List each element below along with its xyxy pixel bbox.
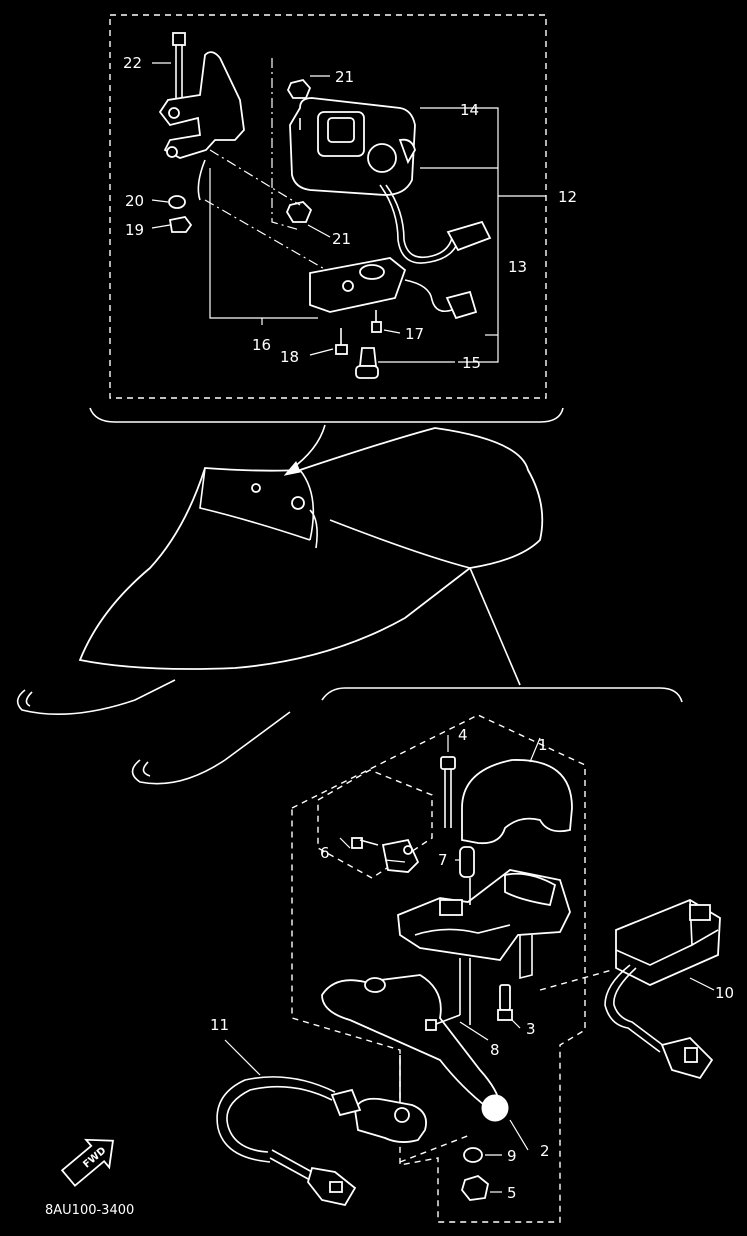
part-number-6: 6 <box>320 844 330 862</box>
switch-11-cable-shape <box>216 1076 336 1163</box>
lower-assembly-boundary <box>291 714 586 1223</box>
switch-cable-shape <box>379 184 459 264</box>
screw-18-shape <box>335 328 348 355</box>
part-number-15: 15 <box>462 354 481 372</box>
screw-15-shape <box>355 347 379 379</box>
lever-bracket-shape <box>309 257 478 320</box>
switch-connector-shape <box>446 220 492 252</box>
part-number-20: 20 <box>125 192 144 210</box>
part-number-14: 14 <box>460 101 479 119</box>
part-number-21-bottom: 21 <box>332 230 351 248</box>
nut-21-bottom-shape <box>285 201 313 223</box>
part-number-3: 3 <box>526 1020 536 1038</box>
washer-9-shape <box>463 1147 483 1163</box>
part-number-18: 18 <box>280 348 299 366</box>
part-number-5: 5 <box>507 1184 517 1202</box>
part-number-2: 2 <box>540 1142 550 1160</box>
switch-box-10-cable-shape <box>604 964 661 1053</box>
part-number-17: 17 <box>405 325 424 343</box>
switch-housing-14-shape <box>289 97 416 196</box>
screw-4-shape <box>440 756 456 828</box>
part-number-21-top: 21 <box>335 68 354 86</box>
upper-assembly-group <box>89 14 564 423</box>
nut-5-shape <box>461 1174 489 1201</box>
ski-right-shape <box>131 711 291 785</box>
lower-assembly-brace <box>321 687 683 703</box>
part-number-1: 1 <box>538 736 548 754</box>
switch-box-10-shape <box>615 898 721 986</box>
part-number-19: 19 <box>125 221 144 239</box>
lever-ball-end-shape <box>481 1094 509 1122</box>
washer-20-shape <box>168 195 186 209</box>
snowmobile-hood-shape <box>78 427 544 670</box>
cover-cap-shape <box>461 759 573 845</box>
upper-assembly-boundary <box>109 14 547 399</box>
lever-housing-shape <box>397 869 571 980</box>
bracket-16-shape <box>158 51 245 159</box>
lower-assembly-group <box>216 714 721 1223</box>
part-number-22: 22 <box>123 54 142 72</box>
screw-8-shape <box>425 1014 461 1031</box>
part-number-11: 11 <box>210 1016 229 1034</box>
screw-3-shape <box>497 984 513 1021</box>
nut-21-top-shape <box>286 78 312 99</box>
screw-17-shape <box>371 310 382 333</box>
part-number-labels: 22 21 14 12 20 19 21 13 17 16 18 15 1 4 … <box>123 54 734 1202</box>
forward-direction-arrow: FWD <box>60 1138 115 1187</box>
clamp-6-shape <box>381 838 420 873</box>
ski-left-shape <box>16 679 176 716</box>
collar-7-shape <box>459 846 475 878</box>
part-number-13: 13 <box>508 258 527 276</box>
switch-11-shape <box>330 1088 427 1143</box>
part-number-12: 12 <box>558 188 577 206</box>
part-number-9: 9 <box>507 1147 517 1165</box>
part-number-4: 4 <box>458 726 468 744</box>
part-6-boundary <box>317 769 433 879</box>
snowmobile-hood-group <box>16 424 683 785</box>
part-number-16: 16 <box>252 336 271 354</box>
part-number-7: 7 <box>438 851 448 869</box>
nut-19-shape <box>168 216 193 233</box>
drawing-code: 8AU100-3400 <box>45 1203 134 1218</box>
upper-assembly-brace <box>89 407 564 423</box>
part-number-10: 10 <box>715 984 734 1002</box>
screw-6-shape <box>351 837 379 849</box>
brake-lever-shape <box>321 974 501 1109</box>
part-number-8: 8 <box>490 1041 500 1059</box>
